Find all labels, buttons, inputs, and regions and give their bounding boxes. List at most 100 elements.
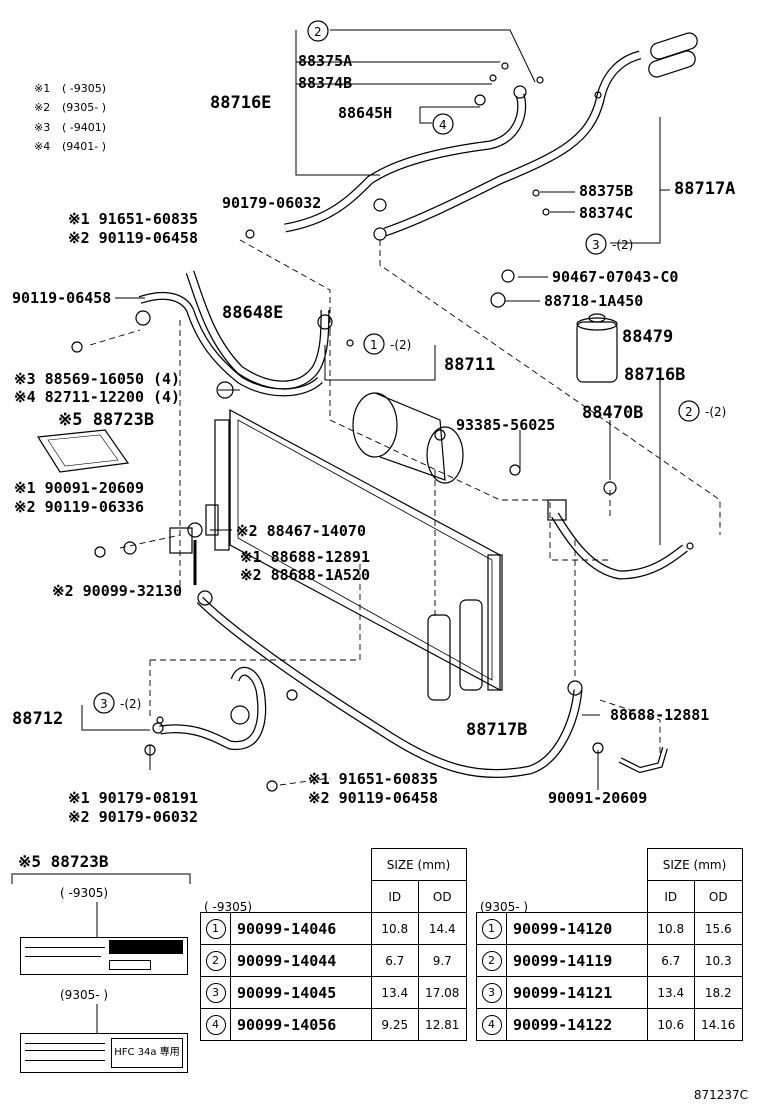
table-row: 3 90099-14121 13.4 18.2 [476, 976, 743, 1009]
callout-4: 4 [439, 118, 447, 132]
table-right-size-header: SIZE (mm) [646, 848, 743, 881]
table-left-size-header: SIZE (mm) [370, 848, 467, 881]
part-90179-06032-top: 90179-06032 [222, 194, 321, 212]
part-91651-60835-top: ※1 91651-60835 [68, 210, 198, 228]
table-row: 4 90099-14056 9.25 12.81 [200, 1008, 467, 1041]
part-88470B: 88470B [582, 403, 643, 423]
callout-1-mid-qty: -(2) [390, 338, 411, 352]
condenser [214, 408, 503, 692]
table-left: SIZE (mm) ID OD 1 90099-14046 10.8 14.4 … [200, 848, 467, 1041]
part-91651-60835-bot: ※1 91651-60835 [308, 770, 438, 788]
part-88688-12891: ※1 88688-12891 [240, 548, 370, 566]
part-90119-06336: ※2 90119-06336 [14, 498, 144, 516]
table-left-caption: ( -9305) [204, 900, 253, 914]
callout-2-right: 2 [685, 405, 693, 419]
table-right-caption: (9305- ) [480, 900, 529, 914]
label-leader-2 [96, 1004, 98, 1034]
label-bracket [11, 873, 191, 884]
part-88374C: 88374C [579, 204, 633, 222]
parts-diagram: ※1 ( -9305) ※2 (9305- ) ※3 ( -9401) ※4 (… [12, 20, 735, 826]
hose-88717A [383, 50, 642, 237]
hose-88716B [551, 512, 688, 580]
callout-3-left-qty: -(2) [120, 697, 141, 711]
part-90099-32130: ※2 90099-32130 [52, 582, 182, 600]
table-right: SIZE (mm) ID OD 1 90099-14120 10.8 15.6 … [476, 848, 743, 1041]
table-right-col-id: ID [646, 880, 695, 913]
legend-3: ※3 [34, 121, 50, 134]
table-row: 1 90099-14046 10.8 14.4 [200, 912, 467, 945]
callout-3-right-qty: -(2) [612, 238, 633, 252]
part-88688-12881: 88688-12881 [610, 706, 709, 724]
legend-4-range: (9401- ) [62, 140, 106, 153]
legend-2-range: (9305- ) [62, 101, 106, 114]
part-88717B: 88717B [466, 720, 527, 740]
label-range-1: ( -9305) [60, 886, 109, 900]
part-88718-1A450: 88718-1A450 [544, 292, 643, 310]
hose-88712 [159, 666, 267, 750]
part-88645H: 88645H [338, 104, 392, 122]
part-88479: 88479 [622, 327, 673, 347]
part-90119-06458-top: ※2 90119-06458 [68, 229, 198, 247]
table-row: 2 90099-14044 6.7 9.7 [200, 944, 467, 977]
hose-88717B [196, 596, 583, 779]
legend-3-range: ( -9401) [62, 121, 106, 134]
table-left-col-od: OD [418, 880, 467, 913]
label-sticker-text: HFC 34a 專用 [111, 1038, 183, 1068]
callout-3-left: 3 [100, 697, 108, 711]
part-90179-06032: ※2 90179-06032 [68, 808, 198, 826]
part-88712: 88712 [12, 709, 63, 729]
label-leader-1 [96, 902, 98, 938]
part-88716E: 88716E [210, 93, 271, 113]
part-88711: 88711 [444, 355, 495, 375]
callouts [93, 20, 700, 714]
hose-88716E [284, 93, 527, 233]
legend-1: ※1 [34, 82, 50, 95]
label-range-2: (9305- ) [60, 988, 109, 1002]
brackets [169, 504, 219, 585]
part-88375A: 88375A [298, 52, 352, 70]
part-90467-07043-C0: 90467-07043-C0 [552, 268, 678, 286]
gasket-88723B [36, 429, 130, 473]
filter-88479 [576, 313, 618, 383]
part-88648E: 88648E [222, 303, 283, 323]
part-88375B: 88375B [579, 182, 633, 200]
callout-1-mid: 1 [370, 338, 378, 352]
label-sticker-2: HFC 34a 專用 [20, 1033, 188, 1073]
part-88374B: 88374B [298, 74, 352, 92]
part-93385-56025: 93385-56025 [456, 416, 555, 434]
table-row: 2 90099-14119 6.7 10.3 [476, 944, 743, 977]
part-88569-16050: ※3 88569-16050 (4) [14, 370, 180, 388]
legend: ※1 ( -9305) ※2 (9305- ) ※3 ( -9401) ※4 (… [34, 82, 106, 153]
part-90119-06458: 90119-06458 [12, 289, 111, 307]
part-88717A: 88717A [674, 179, 735, 199]
leaders [81, 29, 670, 790]
hose-88717A-end [648, 32, 698, 78]
diagram-code: 871237C [693, 1088, 748, 1102]
legend-4: ※4 [34, 140, 50, 153]
callout-2-right-qty: -(2) [705, 405, 726, 419]
part-88716B: 88716B [624, 365, 685, 385]
table-row: 1 90099-14120 10.8 15.6 [476, 912, 743, 945]
part-90091-20609-s1: ※1 90091-20609 [14, 479, 144, 497]
callout-2-top: 2 [314, 25, 322, 39]
table-row: 4 90099-14122 10.6 14.16 [476, 1008, 743, 1041]
part-88723B: ※5 88723B [58, 410, 154, 430]
label-sticker-1 [20, 937, 188, 975]
callout-3-right: 3 [592, 238, 600, 252]
compressor [352, 392, 464, 484]
part-88688-1A520: ※2 88688-1A520 [240, 566, 370, 584]
receiver-drier [427, 599, 483, 701]
part-90179-08191: ※1 90179-08191 [68, 789, 198, 807]
hose-88648E [138, 270, 330, 397]
fittings [71, 62, 694, 792]
table-left-col-id: ID [370, 880, 419, 913]
part-82711-12200: ※4 82711-12200 (4) [14, 388, 180, 406]
legend-1-range: ( -9305) [62, 82, 106, 95]
part-90119-06458-bot: ※2 90119-06458 [308, 789, 438, 807]
table-right-col-od: OD [694, 880, 743, 913]
part-90091-20609: 90091-20609 [548, 789, 647, 807]
table-row: 3 90099-14045 13.4 17.08 [200, 976, 467, 1009]
part-88467-14070: ※2 88467-14070 [236, 522, 366, 540]
legend-2: ※2 [34, 101, 50, 114]
dashed-leaders [89, 239, 721, 786]
